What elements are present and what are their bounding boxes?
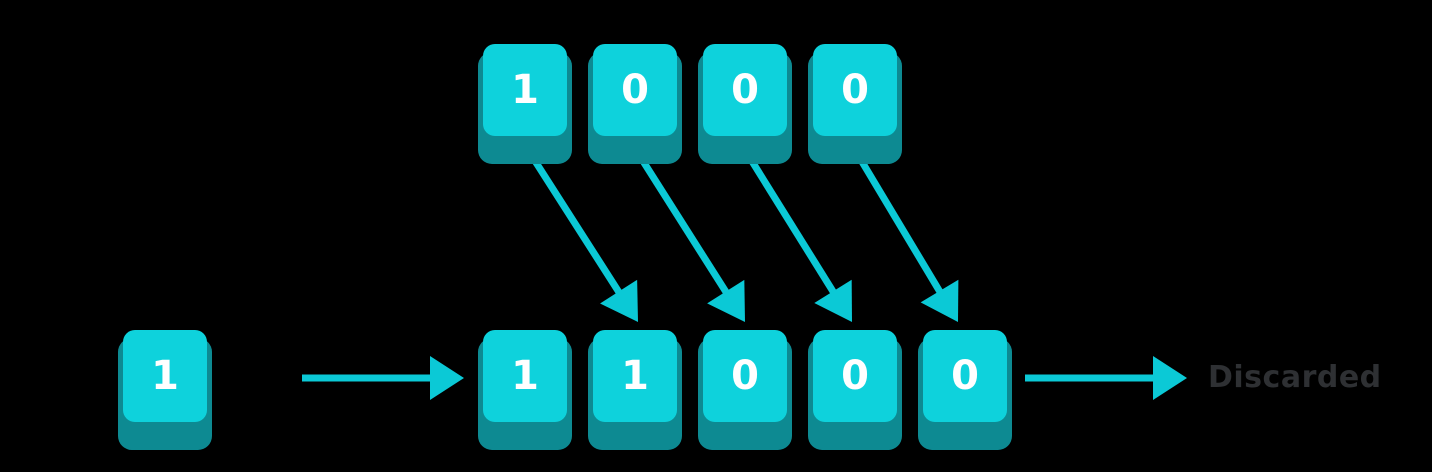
bottom-key-4[interactable]: 0	[918, 330, 1012, 450]
key-face: 0	[593, 44, 677, 136]
key-face: 1	[593, 330, 677, 422]
carry-arrow-1	[525, 148, 638, 322]
key-value: 0	[841, 67, 869, 113]
key-value: 1	[511, 353, 539, 399]
key-face: 1	[483, 330, 567, 422]
discarded-label: Discarded	[1208, 360, 1382, 395]
key-value: 0	[841, 353, 869, 399]
key-face: 0	[813, 330, 897, 422]
key-value: 1	[511, 67, 539, 113]
key-value: 0	[731, 67, 759, 113]
carry-arrow-4	[851, 148, 959, 322]
key-value: 1	[151, 353, 179, 399]
top-key-1[interactable]: 0	[588, 44, 682, 164]
bottom-key-1[interactable]: 1	[588, 330, 682, 450]
key-face: 1	[483, 44, 567, 136]
key-face: 0	[923, 330, 1007, 422]
key-face: 0	[703, 44, 787, 136]
bottom-key-3[interactable]: 0	[808, 330, 902, 450]
bottom-key-0[interactable]: 1	[478, 330, 572, 450]
top-key-2[interactable]: 0	[698, 44, 792, 164]
carry-arrow-3	[742, 148, 852, 322]
key-value: 0	[621, 67, 649, 113]
bottom-key-2[interactable]: 0	[698, 330, 792, 450]
carry-arrow-2	[633, 148, 745, 322]
discard-arrow	[1025, 356, 1187, 400]
input-arrow	[302, 356, 464, 400]
key-face: 0	[813, 44, 897, 136]
key-value: 0	[951, 353, 979, 399]
key-face: 1	[123, 330, 207, 422]
top-key-3[interactable]: 0	[808, 44, 902, 164]
input-key[interactable]: 1	[118, 330, 212, 450]
top-key-0[interactable]: 1	[478, 44, 572, 164]
key-face: 0	[703, 330, 787, 422]
key-value: 0	[731, 353, 759, 399]
key-value: 1	[621, 353, 649, 399]
